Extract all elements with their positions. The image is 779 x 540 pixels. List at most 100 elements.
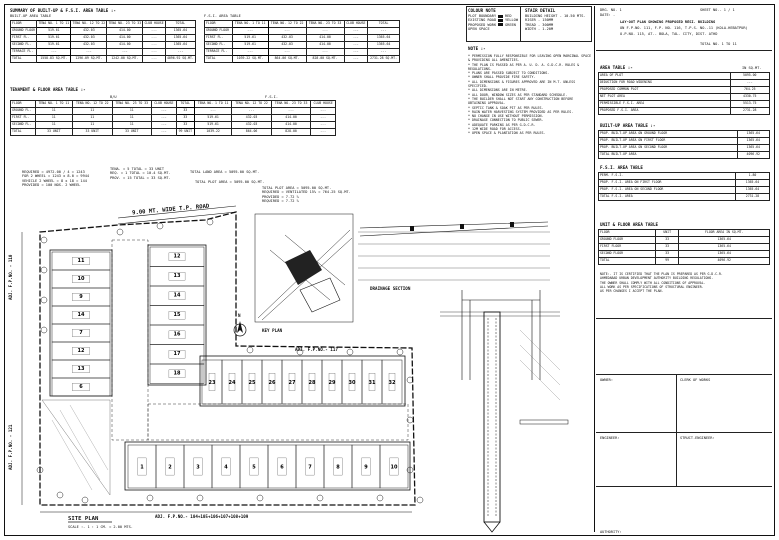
sheet-no: SHEET NO.- 1 / 1 xyxy=(700,8,735,12)
tenament-sub-builtup: B/U xyxy=(110,95,117,99)
colour-note-right-list: RED YELLOW GREEN xyxy=(505,14,518,27)
note-item: * NO CHANGE IN USE WITHOUT PERMISSION. xyxy=(468,114,544,119)
tree-symbol xyxy=(40,266,48,274)
stair-detail-line: RISER - 150MM xyxy=(525,18,554,23)
colour-note-item: PROPOSED WORK xyxy=(468,22,497,27)
stair-detail-line: BUILDING HEIGHT - 10.50 MTS. xyxy=(525,14,586,18)
key-plan-plot xyxy=(299,277,341,313)
tree-symbol xyxy=(40,296,48,304)
note-item: * ADEQUATE PARKING AS PER G.D.C.R. xyxy=(468,122,536,127)
unit-number: 29 xyxy=(329,380,336,386)
tree-symbol xyxy=(56,491,64,499)
total-no: TOTAL NO. 1 TO 11 xyxy=(700,42,737,46)
drainage-section xyxy=(358,231,550,281)
note-item: * THE BUILDER SHALL NOT START ANY CONSTR… xyxy=(468,96,574,106)
parking-line: REQUIRED = 4972.00 / 4 = 1243 xyxy=(22,170,85,174)
stair-core xyxy=(248,373,256,391)
divider xyxy=(676,374,677,486)
tree-symbol xyxy=(256,494,264,502)
unit-table-title: UNIT & FLOOR AREA TABLE xyxy=(600,222,658,227)
tree-symbol xyxy=(416,496,424,504)
stair-detail-title: STAIR DETAIL xyxy=(525,8,556,13)
tree-symbol xyxy=(40,326,48,334)
unit-number: 13 xyxy=(174,273,181,279)
unit-number: 1 xyxy=(140,465,144,471)
note-item: * SEPTIC TANK & SOAK PIT AS PER RULES. xyxy=(468,105,544,110)
unit-number: 23 xyxy=(209,380,216,386)
unit-outline xyxy=(381,359,403,405)
note-item: * 12M WIDE ROAD FOR ACCESS. xyxy=(468,127,522,132)
unit-number: 2 xyxy=(168,465,172,471)
clerk-label: CLERK OF WORKS xyxy=(680,378,711,382)
area-table-title: AREA TABLE :- xyxy=(600,65,633,70)
total-plot-area: TOTAL PLOT AREA = 5095.00 SQ.MT. xyxy=(195,180,265,184)
certification-note-line: THE OWNER SHALL COMPLY WITH ALL CONDITIO… xyxy=(600,280,706,285)
open-space-line: TOTAL PLOT AREA = 5095.00 SQ.MT. xyxy=(262,186,332,190)
stair-core xyxy=(137,457,147,476)
unit-number: 27 xyxy=(289,380,296,386)
area-table-unit: IN SQ.MT. xyxy=(742,66,762,70)
parking-line: FOR 2 WHEEL = 1243 x 8.0 = 9944 xyxy=(22,174,90,179)
tree-symbol xyxy=(296,348,304,356)
stair-detail-line: TREAD - 300MM xyxy=(525,22,554,27)
table-cell: 2731.28 xyxy=(735,193,770,201)
fsi-table-title: F.S.I. AREA TABLE xyxy=(600,165,643,170)
note-item: * THE PLAN IS PASSED AS PER A. U. D. A. … xyxy=(468,62,580,71)
unit-number: 24 xyxy=(229,380,236,386)
tree-symbol xyxy=(40,236,48,244)
note-item: * PERMISSION FULLY RESPONSIBLE FOR LEAVI… xyxy=(468,54,592,63)
bottom-unit-block xyxy=(124,441,411,491)
stair-core xyxy=(72,365,90,373)
drainage-label: DRAINAGE SECTION xyxy=(370,286,411,291)
note-item: * PLANS ARE PASSED SUBJECT TO CONDITIONS… xyxy=(468,71,550,76)
drainage-profile xyxy=(359,221,549,237)
colour-note-item: EXISTING ROAD xyxy=(468,18,497,23)
ground-level xyxy=(440,311,560,317)
stair-core xyxy=(305,457,315,476)
stair-core xyxy=(288,373,296,391)
stair-core xyxy=(361,457,371,476)
unit-number: 14 xyxy=(78,312,85,318)
project-line: O.P.NO. 115, AT.- BOLA, TAL. CITY, DIST.… xyxy=(620,32,718,36)
stair-core xyxy=(168,311,186,320)
struct-engineer-label: STRUCT.ENGINEER: xyxy=(680,436,715,440)
stair-core xyxy=(328,373,336,391)
stair-core xyxy=(168,252,186,261)
tree-symbol xyxy=(81,496,89,504)
unit-number: 12 xyxy=(174,254,181,260)
note-title: NOTE :- xyxy=(468,46,486,51)
divider xyxy=(520,6,521,42)
divider xyxy=(596,374,772,375)
stair-core xyxy=(168,272,186,281)
unit-number: 18 xyxy=(174,371,181,377)
colour-note-item: OPEN SPACE xyxy=(468,26,490,31)
stair-core xyxy=(389,457,399,476)
unit-number: 31 xyxy=(369,380,376,386)
table-cell: TOTAL xyxy=(9,55,38,63)
table-cell: 99 xyxy=(654,257,680,265)
unit-number: 9 xyxy=(364,465,368,471)
trees xyxy=(36,218,424,504)
note-item: * ALL DIMENSIONS & FIGURES APPROVED ARE … xyxy=(468,79,576,89)
top-road xyxy=(117,205,237,225)
open-space-line: PROVIDED = 7.72 % xyxy=(262,194,299,199)
unit-number: 6 xyxy=(79,384,83,390)
colour-note-swatch-label: YELLOW xyxy=(505,18,518,23)
table-cell: 828.00 SQ.MT. xyxy=(305,55,345,63)
table-cell: 2731.28 xyxy=(729,107,771,115)
stair-detail-list: BUILDING HEIGHT - 10.50 MTS. RISER - 150… xyxy=(525,14,586,31)
tree-symbol xyxy=(156,222,164,230)
colour-note-swatch-label: RED xyxy=(505,14,512,18)
unit-number: 6 xyxy=(280,465,284,471)
table-cell: 99 UNIT xyxy=(175,128,195,136)
unit-number: 15 xyxy=(174,312,181,318)
tree-symbol xyxy=(196,494,204,502)
